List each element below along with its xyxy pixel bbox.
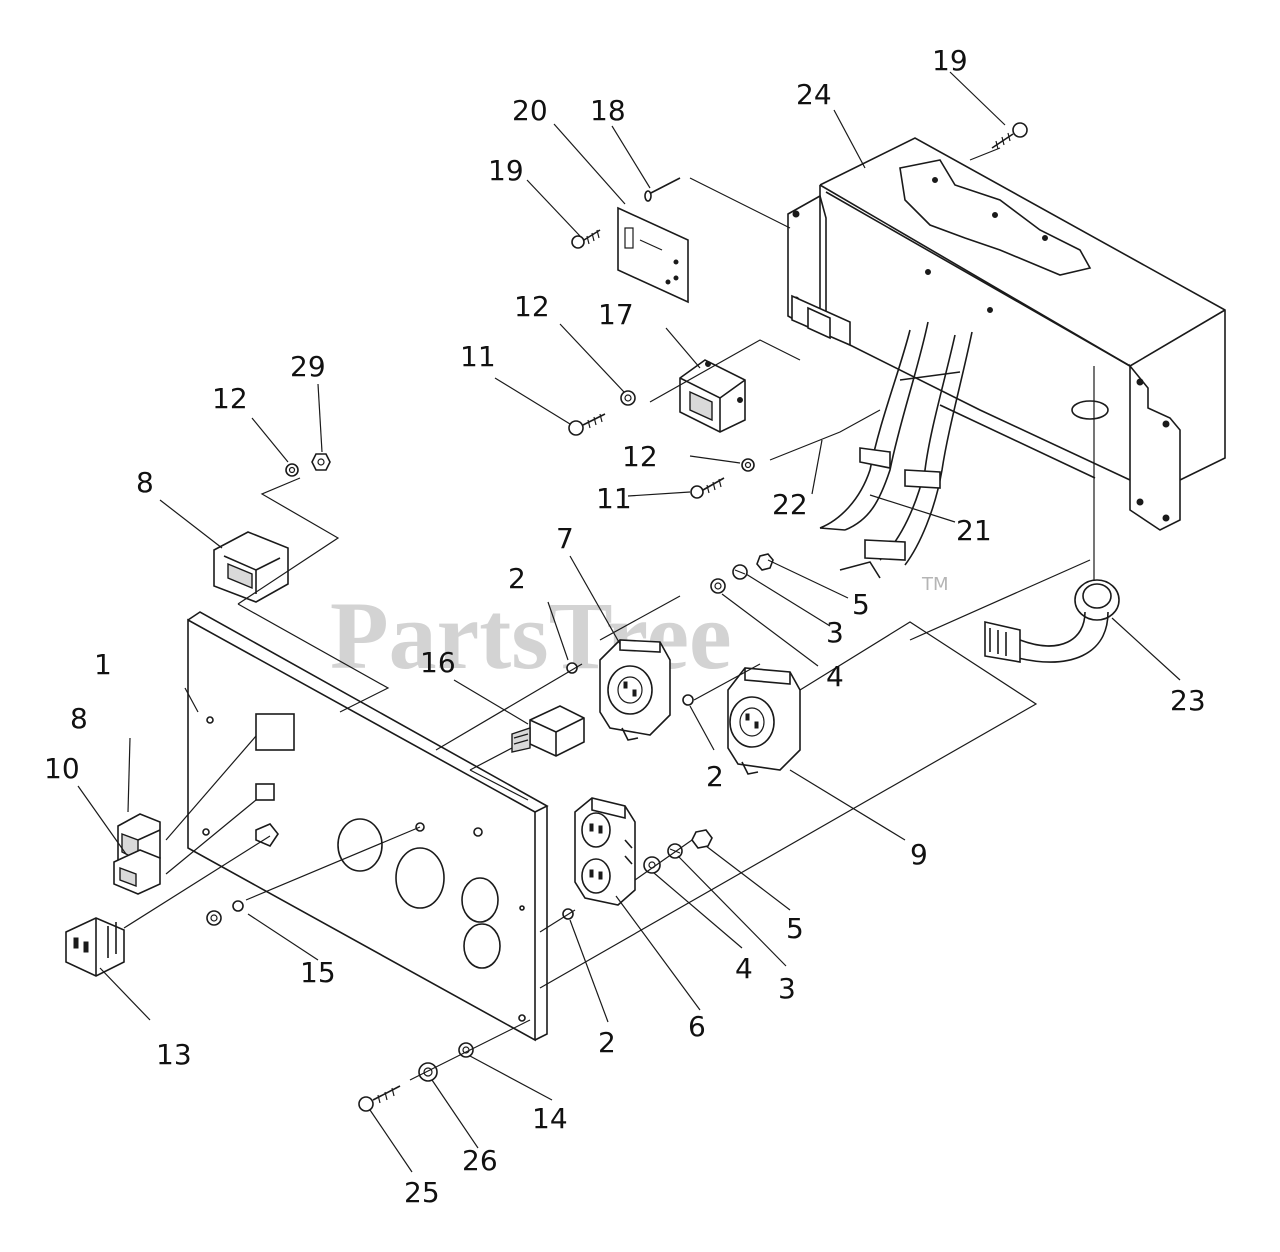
callout-14: 14: [532, 1102, 568, 1135]
part-10-switch[interactable]: [113, 849, 161, 895]
callout-3-lower: 3: [778, 972, 796, 1005]
callout-11-upper: 11: [460, 340, 496, 373]
callout-20: 20: [512, 94, 548, 127]
leader-lines: [77, 71, 1181, 1173]
callout-5-upper: 5: [852, 588, 870, 621]
callout-8-upper: 8: [136, 466, 154, 499]
part-16-breaker[interactable]: [511, 705, 585, 757]
callout-21: 21: [956, 514, 992, 547]
callout-2-middle: 2: [706, 760, 724, 793]
callout-13: 13: [156, 1038, 192, 1071]
callout-15: 15: [300, 956, 336, 989]
part-17-relay[interactable]: [679, 359, 746, 433]
callout-4-lower: 4: [735, 952, 753, 985]
part-22-bracket[interactable]: [791, 294, 851, 347]
part-9-twistlock-receptacle[interactable]: [727, 667, 801, 775]
callout-18: 18: [590, 94, 626, 127]
part-21-wire-harness[interactable]: [819, 321, 973, 579]
partstree-watermark: PartsTree: [330, 582, 732, 689]
callout-2-upper: 2: [508, 562, 526, 595]
part-2-oring-middle[interactable]: [682, 694, 694, 706]
callout-5-lower: 5: [786, 912, 804, 945]
callout-19-board: 19: [488, 154, 524, 187]
part-3-lockwasher-upper[interactable]: [732, 564, 748, 580]
part-29-nut[interactable]: [311, 453, 331, 471]
callout-2-lower: 2: [598, 1026, 616, 1059]
part-12-washer-left[interactable]: [285, 463, 299, 477]
part-11-screw-upper[interactable]: [568, 413, 606, 436]
callout-labels: 1 2 2 2 3 3 4 4 5 5 6 7 8 8 9 10 11 11 1…: [44, 44, 1206, 1209]
part-7-twistlock-receptacle[interactable]: [599, 639, 671, 741]
part-18-pin[interactable]: [644, 177, 681, 202]
part-12-washer-upper[interactable]: [620, 390, 636, 406]
callout-10: 10: [44, 752, 80, 785]
part-2-oring-upper[interactable]: [566, 662, 578, 674]
callout-11-lower: 11: [596, 482, 632, 515]
callout-6: 6: [688, 1010, 706, 1043]
assembly-lines: [123, 147, 1095, 1081]
part-19-screw-board[interactable]: [571, 229, 601, 249]
callout-24: 24: [796, 78, 832, 111]
callout-19-box: 19: [932, 44, 968, 77]
callout-23: 23: [1170, 684, 1206, 717]
callout-9: 9: [910, 838, 928, 871]
part-23-grommet-cord[interactable]: [984, 579, 1120, 663]
part-4-washer-upper[interactable]: [710, 578, 726, 594]
callout-17: 17: [598, 298, 634, 331]
part-15-oring[interactable]: [232, 900, 244, 912]
part-5-nut-lower[interactable]: [691, 829, 713, 849]
part-5-nut-upper[interactable]: [756, 553, 774, 571]
callout-29: 29: [290, 350, 326, 383]
part-26-washer[interactable]: [418, 1062, 438, 1082]
part-24-control-box[interactable]: [787, 137, 1226, 531]
part-4-washer-lower[interactable]: [643, 856, 661, 874]
part-25-screw[interactable]: [358, 1085, 401, 1112]
part-15-washer[interactable]: [206, 910, 222, 926]
callout-12-left: 12: [212, 382, 248, 415]
callout-1: 1: [94, 648, 112, 681]
callout-16: 16: [420, 646, 456, 679]
callout-26: 26: [462, 1144, 498, 1177]
callout-3-upper: 3: [826, 616, 844, 649]
trademark-mark: TM: [921, 574, 949, 595]
part-19-screw-box[interactable]: [991, 122, 1028, 150]
callout-7: 7: [556, 522, 574, 555]
part-12-washer-lower[interactable]: [741, 458, 755, 472]
callout-12-lower: 12: [622, 440, 658, 473]
part-20-circuit-board[interactable]: [617, 206, 689, 304]
callout-22: 22: [772, 488, 808, 521]
callout-4-upper: 4: [826, 660, 844, 693]
part-6-duplex-receptacle[interactable]: [574, 797, 636, 906]
callout-12-upper: 12: [514, 290, 550, 323]
callout-25: 25: [404, 1176, 440, 1209]
part-8-cover-upper[interactable]: [213, 531, 289, 603]
callout-8-lower: 8: [70, 702, 88, 735]
part-11-screw-lower[interactable]: [690, 477, 725, 499]
part-13-receptacle[interactable]: [65, 917, 125, 977]
part-1-control-panel[interactable]: [187, 611, 549, 1042]
